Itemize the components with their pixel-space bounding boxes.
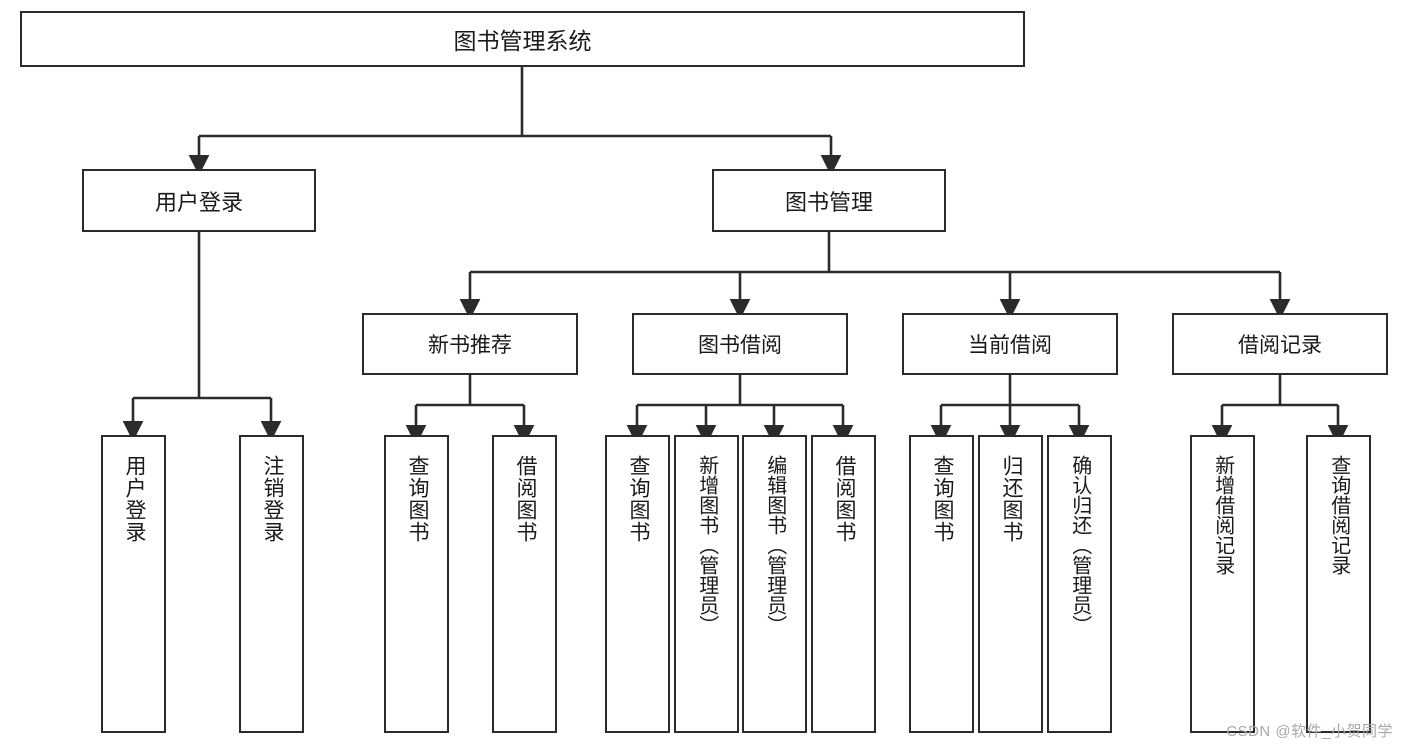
leaf-label: 查询图书: [405, 455, 429, 543]
leaf-label: 注销登录: [260, 455, 284, 543]
node-leaf-user-login[interactable]: 用户登录: [101, 435, 166, 733]
node-leaf-query-record[interactable]: 查询借阅记录: [1306, 435, 1371, 733]
node-current-borrow[interactable]: 当前借阅: [902, 313, 1118, 375]
leaf-label: 确认归还（管理员）: [1068, 455, 1091, 635]
node-leaf-borrow-book-2[interactable]: 借阅图书: [811, 435, 876, 733]
leaf-label: 借阅图书: [832, 455, 856, 543]
node-leaf-logout-login[interactable]: 注销登录: [239, 435, 304, 733]
node-book-manage[interactable]: 图书管理: [712, 169, 946, 232]
node-leaf-confirm-return[interactable]: 确认归还（管理员）: [1047, 435, 1112, 733]
node-leaf-borrow-book-1[interactable]: 借阅图书: [492, 435, 557, 733]
node-root-system[interactable]: 图书管理系统: [20, 11, 1025, 67]
node-leaf-add-record[interactable]: 新增借阅记录: [1190, 435, 1255, 733]
node-leaf-return-book[interactable]: 归还图书: [978, 435, 1043, 733]
node-user-login[interactable]: 用户登录: [82, 169, 316, 232]
leaf-label: 借阅图书: [513, 455, 537, 543]
node-leaf-query-book-3[interactable]: 查询图书: [909, 435, 974, 733]
node-leaf-query-book-2[interactable]: 查询图书: [605, 435, 670, 733]
node-leaf-add-book[interactable]: 新增图书（管理员）: [674, 435, 739, 733]
node-book-borrow[interactable]: 图书借阅: [632, 313, 848, 375]
leaf-label: 新增借阅记录: [1211, 455, 1234, 575]
leaf-label: 归还图书: [999, 455, 1023, 543]
node-new-book-recommend[interactable]: 新书推荐: [362, 313, 578, 375]
leaf-label: 查询图书: [930, 455, 954, 543]
leaf-label: 编辑图书（管理员）: [763, 455, 786, 635]
leaf-label: 新增图书（管理员）: [695, 455, 718, 635]
leaf-label: 查询借阅记录: [1327, 455, 1350, 575]
node-borrow-record[interactable]: 借阅记录: [1172, 313, 1388, 375]
node-leaf-edit-book[interactable]: 编辑图书（管理员）: [742, 435, 807, 733]
leaf-label: 用户登录: [122, 455, 146, 543]
node-leaf-query-book-1[interactable]: 查询图书: [384, 435, 449, 733]
csdn-watermark: CSDN @软件_小贺同学: [1226, 723, 1393, 740]
leaf-label: 查询图书: [626, 455, 650, 543]
